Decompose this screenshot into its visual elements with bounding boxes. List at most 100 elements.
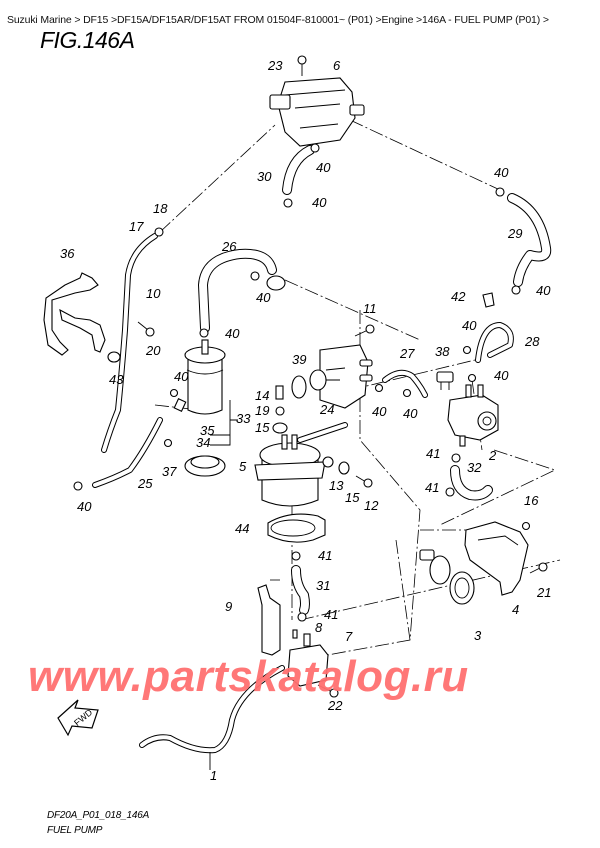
part-3-clamp[interactable] [419,549,475,605]
callout-part-17[interactable]: 17 [129,219,144,234]
clamp-40[interactable] [511,285,521,295]
callout-part-40[interactable]: 40 [536,283,551,298]
callout-part-16[interactable]: 16 [524,493,539,508]
callout-part-40[interactable]: 40 [494,165,509,180]
callout-part-40[interactable]: 40 [174,369,189,384]
part-15-grommet[interactable] [272,422,288,434]
callout-part-40[interactable]: 40 [494,368,509,383]
clamp-40[interactable] [495,187,505,197]
callout-part-15[interactable]: 15 [255,420,270,435]
callout-part-21[interactable]: 21 [536,585,551,600]
part-43-grommet[interactable] [107,351,121,363]
callout-part-43[interactable]: 43 [109,372,124,387]
callout-part-35[interactable]: 35 [200,423,215,438]
callout-part-18[interactable]: 18 [153,201,168,216]
part-14-spacer[interactable] [275,385,284,400]
clamp-41[interactable] [445,487,455,497]
part-36-bracket[interactable] [43,272,106,356]
clamp-40[interactable] [283,198,293,208]
part-25-hose[interactable] [92,417,163,488]
part-42-clip[interactable] [482,292,495,308]
callout-part-9[interactable]: 9 [225,599,232,614]
callout-part-39[interactable]: 39 [292,352,306,367]
part-27-hose[interactable] [382,369,428,398]
clamp-18[interactable] [154,227,164,237]
callout-part-5[interactable]: 5 [239,459,247,474]
part-34-clamp[interactable] [163,438,173,448]
part-44-plate[interactable] [267,513,326,543]
clamp-40[interactable] [462,345,472,355]
callout-part-30[interactable]: 30 [257,169,272,184]
part-8-screw[interactable] [292,629,298,639]
callout-part-15[interactable]: 15 [345,490,360,505]
callout-part-26[interactable]: 26 [221,239,237,254]
callout-part-40[interactable]: 40 [312,195,327,210]
callout-part-14[interactable]: 14 [255,388,269,403]
callout-part-3[interactable]: 3 [474,628,482,643]
callout-part-40[interactable]: 40 [225,326,240,341]
callout-part-28[interactable]: 28 [524,334,540,349]
part-9-bracket[interactable] [257,584,281,656]
callout-part-41[interactable]: 41 [425,480,439,495]
callout-part-40[interactable]: 40 [462,318,477,333]
part-20-bolt[interactable] [137,321,155,337]
callout-part-8[interactable]: 8 [315,620,323,635]
callout-part-29[interactable]: 29 [507,226,522,241]
callout-part-34[interactable]: 34 [196,435,210,450]
callout-part-40[interactable]: 40 [256,290,271,305]
callout-part-22[interactable]: 22 [327,698,343,713]
callout-part-2[interactable]: 2 [488,448,497,463]
part-11-bolt[interactable] [354,324,375,337]
part-26-hose[interactable] [198,248,277,333]
part-24-pump-body[interactable] [309,344,373,409]
callout-part-41[interactable]: 41 [324,607,338,622]
clamp-40[interactable] [73,481,83,491]
part-15-collar[interactable] [338,461,350,475]
callout-part-31[interactable]: 31 [316,578,330,593]
clamp-40[interactable] [402,388,412,398]
callout-part-19[interactable]: 19 [255,403,269,418]
callout-part-23[interactable]: 23 [267,58,283,73]
clamp-41[interactable] [291,551,301,561]
callout-part-27[interactable]: 27 [399,346,415,361]
clamp-41[interactable] [451,453,461,463]
part-35-fitting[interactable] [173,398,187,412]
callout-part-10[interactable]: 10 [146,286,161,301]
callout-part-32[interactable]: 32 [467,460,482,475]
callout-part-6[interactable]: 6 [333,58,341,73]
clamp-40[interactable] [199,328,209,338]
callout-part-7[interactable]: 7 [345,629,353,644]
clamp-40[interactable] [310,143,320,153]
callout-part-38[interactable]: 38 [435,344,450,359]
part-39-o-ring[interactable] [291,375,307,399]
clamp-41[interactable] [297,612,307,622]
callout-part-36[interactable]: 36 [60,246,75,261]
part-12-bolt[interactable] [355,475,373,488]
callout-part-41[interactable]: 41 [318,548,332,563]
part-28-hose[interactable] [475,322,514,363]
callout-part-37[interactable]: 37 [162,464,177,479]
callout-part-33[interactable]: 33 [236,411,251,426]
breadcrumb-item-variant[interactable]: DF15A/DF15AR/DF15AT FROM 01504F-810001~ … [116,14,373,26]
callout-part-40[interactable]: 40 [316,160,331,175]
part-13-grommet[interactable] [322,456,334,468]
part-22-bolt[interactable] [317,684,339,698]
breadcrumb-item-model[interactable]: DF15 [83,14,109,26]
breadcrumb-item-brand[interactable]: Suzuki Marine [7,14,72,26]
part-16-bolt[interactable] [521,521,531,531]
callout-part-24[interactable]: 24 [319,402,334,417]
callout-part-40[interactable]: 40 [372,404,387,419]
part-5-fuel-pump[interactable] [254,422,348,507]
part-6-module[interactable] [269,55,365,147]
callout-part-44[interactable]: 44 [235,521,249,536]
part-10-hose[interactable] [101,233,158,453]
part-37-ring-nut[interactable] [184,455,226,477]
part-33-fuel-filter[interactable] [184,339,226,415]
part-19-clamp[interactable] [275,406,285,416]
part-7-lower-pump[interactable] [287,633,329,687]
part-30-hose[interactable] [282,145,315,195]
part-21-bolt[interactable] [529,562,548,574]
clamp-40[interactable] [467,373,477,383]
clamp-40[interactable] [374,383,384,393]
part-29-hose[interactable] [507,193,552,287]
